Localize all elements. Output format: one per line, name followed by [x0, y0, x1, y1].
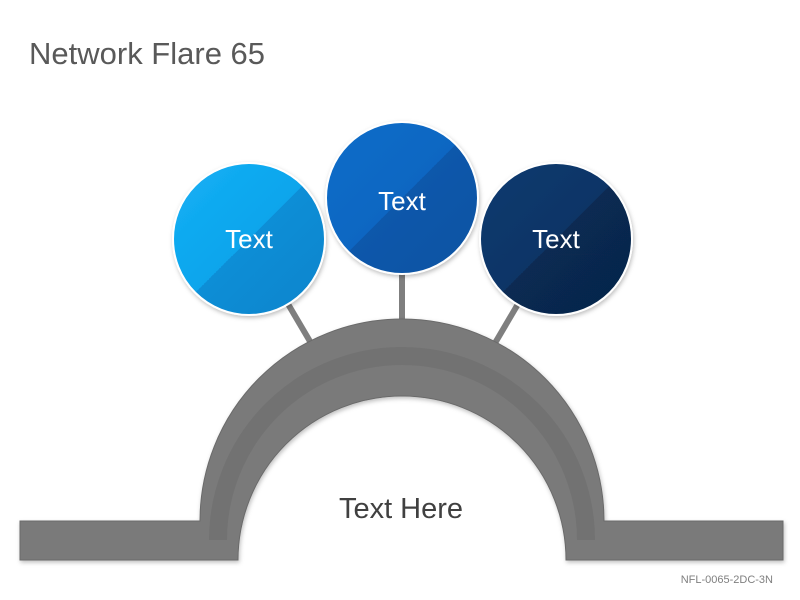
center-label: Text Here: [339, 493, 463, 525]
footer-code: NFL-0065-2DC-3N: [680, 574, 773, 586]
node-middle: [325, 121, 479, 275]
node-left: [172, 162, 326, 316]
node-left-label: Text: [225, 224, 273, 254]
node-right-label: Text: [532, 224, 580, 254]
page-title: Network Flare 65: [29, 36, 266, 71]
node-right: [479, 162, 633, 316]
arch-shape: [19, 318, 784, 561]
node-middle-label: Text: [378, 186, 426, 216]
